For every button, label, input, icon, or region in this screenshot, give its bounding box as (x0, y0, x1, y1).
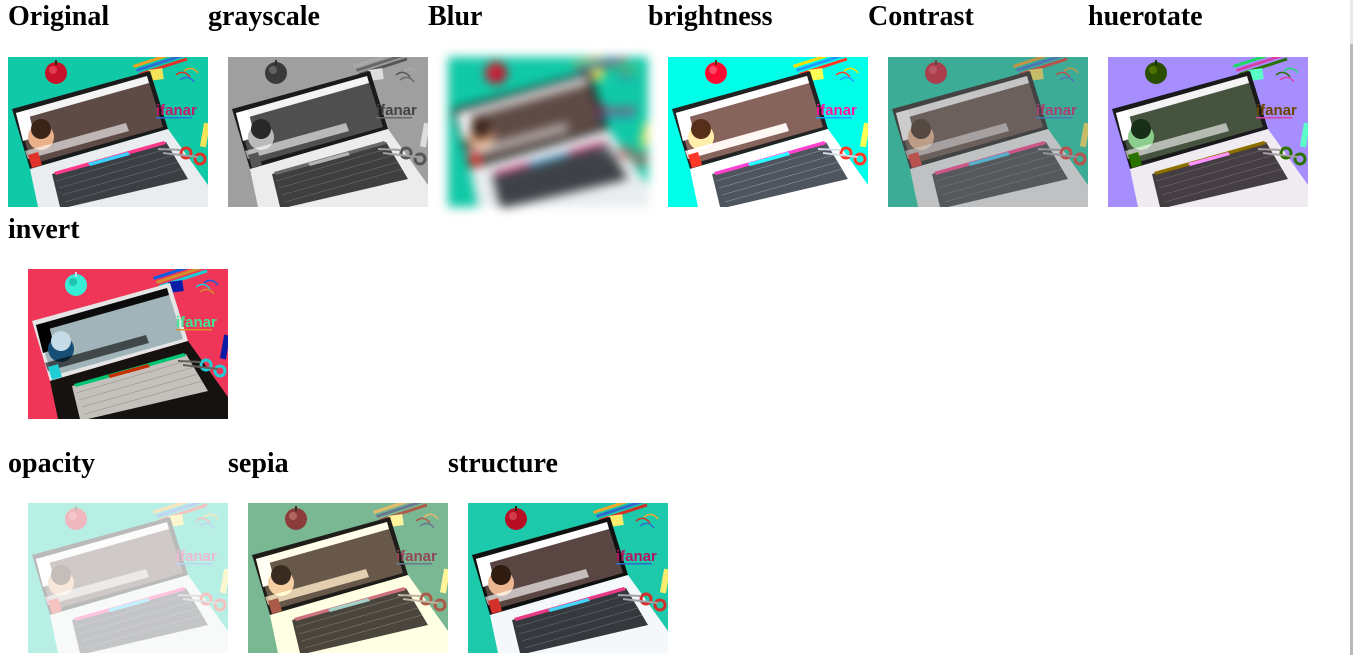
brand-text: ifanar (596, 102, 637, 119)
sticky-note (168, 280, 184, 293)
page-scrollbar-thumb[interactable] (1350, 44, 1353, 655)
apple-icon (705, 60, 727, 84)
laptop-icon (472, 517, 668, 653)
scissors-icon (199, 358, 227, 378)
sticky-note (1248, 68, 1264, 81)
label-invert: invert (8, 214, 80, 245)
sticky-note (368, 68, 384, 81)
scissors-icon (399, 146, 427, 166)
apple-icon (65, 506, 87, 530)
label-original: Original (8, 1, 110, 32)
label-brightness: brightness (648, 1, 773, 32)
label-grayscale: grayscale (208, 1, 320, 32)
apple-icon (265, 60, 287, 84)
image-sepia: ifanar (248, 503, 448, 653)
brand-text: ifanar (376, 102, 417, 119)
scissors-icon (179, 146, 207, 166)
brand-text: ifanar (176, 314, 217, 331)
image-invert: ifanar (28, 269, 228, 419)
paperclips-icon (415, 513, 439, 529)
sticky-note (168, 514, 184, 527)
brand-text: ifanar (176, 548, 217, 565)
paperclips-icon (615, 67, 639, 83)
apple-icon (45, 60, 67, 84)
paperclips-icon (635, 513, 659, 529)
image-brightness: ifanar (668, 57, 868, 207)
brand-text: ifanar (1256, 102, 1297, 119)
label-structure: structure (448, 448, 558, 479)
paperclips-icon (195, 513, 219, 529)
label-blur: Blur (428, 1, 483, 32)
laptop-icon (452, 71, 648, 207)
brand-text: ifanar (156, 102, 197, 119)
label-sepia: sepia (228, 448, 289, 479)
sticky-note (1028, 68, 1044, 81)
brand-text: ifanar (616, 548, 657, 565)
apple-icon (285, 506, 307, 530)
scissors-icon (619, 146, 647, 166)
scissors-icon (639, 592, 667, 612)
label-huerotate: huerotate (1088, 1, 1203, 32)
apple-icon (925, 60, 947, 84)
image-original: ifanar (8, 57, 208, 207)
laptop-icon (32, 517, 228, 653)
sticky-note (808, 68, 824, 81)
scissors-icon (199, 592, 227, 612)
label-contrast: Contrast (868, 1, 974, 32)
paperclips-icon (175, 67, 199, 83)
apple-icon (1145, 60, 1167, 84)
image-contrast: ifanar (888, 57, 1088, 207)
label-opacity: opacity (8, 448, 96, 479)
image-blur: ifanar (448, 57, 648, 207)
scissors-icon (1279, 146, 1307, 166)
sticky-note (608, 514, 624, 527)
sticky-note (588, 68, 604, 81)
sticky-note (148, 68, 164, 81)
brand-text: ifanar (816, 102, 857, 119)
laptop-icon (252, 517, 448, 653)
sticky-note (388, 514, 404, 527)
paperclips-icon (1275, 67, 1299, 83)
apple-icon (65, 272, 87, 296)
paperclips-icon (1055, 67, 1079, 83)
paperclips-icon (835, 67, 859, 83)
paperclips-icon (195, 279, 219, 295)
image-opacity: ifanar (28, 503, 228, 653)
brand-text: ifanar (1036, 102, 1077, 119)
image-grayscale: ifanar (228, 57, 428, 207)
apple-icon (485, 60, 507, 84)
scissors-icon (839, 146, 867, 166)
image-structure: ifanar (468, 503, 668, 653)
paperclips-icon (395, 67, 419, 83)
scissors-icon (419, 592, 447, 612)
desk-background (28, 503, 228, 653)
pencils-icon (153, 503, 208, 522)
apple-icon (505, 506, 527, 530)
brand-text: ifanar (396, 548, 437, 565)
scissors-icon (1059, 146, 1087, 166)
image-huerotate: ifanar (1108, 57, 1308, 207)
